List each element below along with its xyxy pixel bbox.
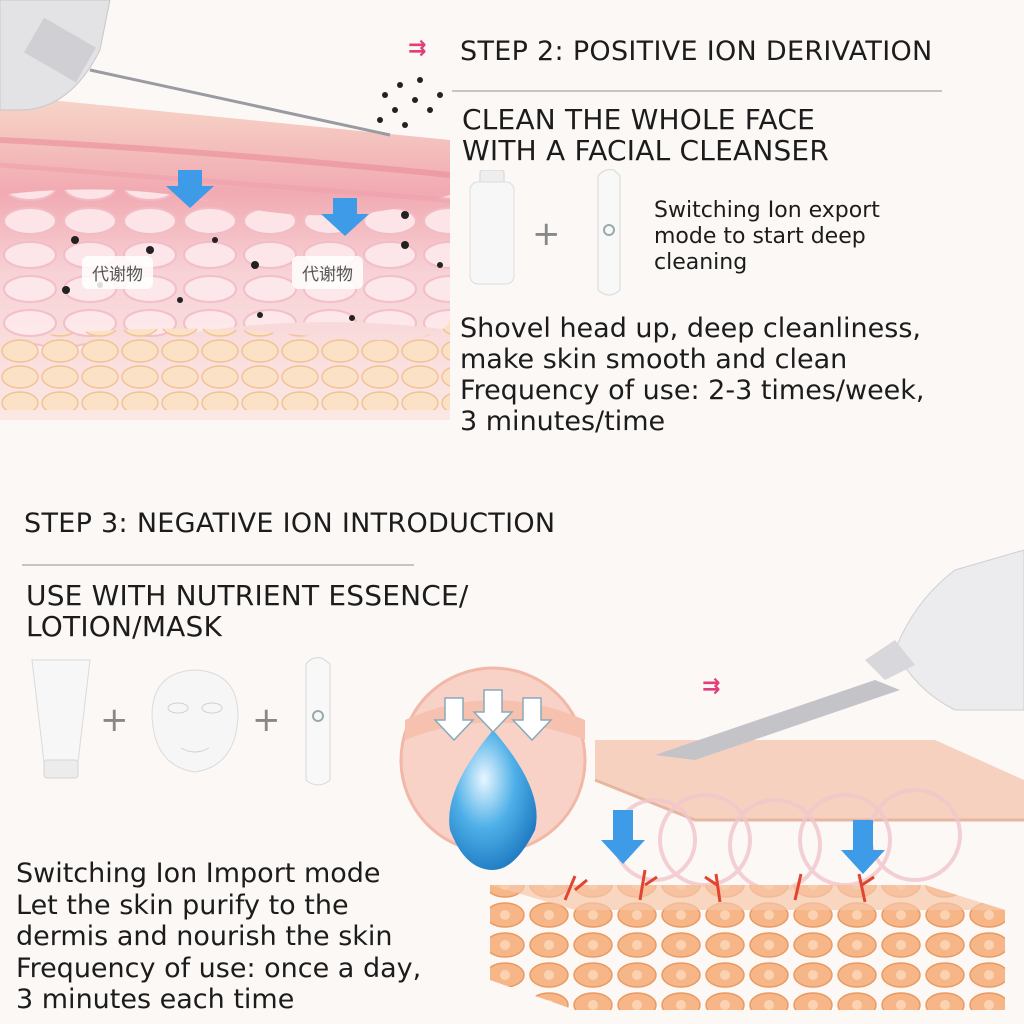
divider [22, 564, 414, 566]
text-line: Switching Ion export [654, 198, 880, 223]
ion-export-mode-text: Switching Ion export mode to start deep … [654, 198, 880, 276]
scrubber-device-icon [597, 169, 621, 296]
step2-subheading: CLEAN THE WHOLE FACE WITH A FACIAL CLEAN… [462, 104, 829, 166]
text-line: mode to start deep [654, 224, 866, 249]
step2-heading: STEP 2: POSITIVE ION DERIVATION [460, 36, 933, 67]
step2-description: Shovel head up, deep cleanliness, make s… [460, 313, 925, 437]
text-line: 3 minutes/time [460, 406, 666, 437]
direction-arrow-icon: ⇉ [408, 36, 427, 61]
subheading-line: LOTION/MASK [26, 610, 223, 643]
metabolite-label: 代谢物 [82, 256, 153, 289]
plus-sign: + [532, 214, 561, 254]
scrubber-device-icon [305, 657, 331, 786]
text-line: Shovel head up, deep cleanliness, [460, 313, 921, 344]
text-line: Frequency of use: 2-3 times/week, [460, 375, 925, 406]
direction-arrow-icon: ⇉ [702, 674, 721, 699]
step3-subheading: USE WITH NUTRIENT ESSENCE/ LOTION/MASK [26, 580, 469, 642]
metabolite-label: 代谢物 [292, 256, 363, 289]
plus-sign: + [252, 700, 281, 740]
step3-heading: STEP 3: NEGATIVE ION INTRODUCTION [24, 508, 556, 539]
cleanser-bottle-icon [469, 170, 515, 285]
text-line: 3 minutes each time [16, 984, 295, 1015]
text-line: cleaning [654, 250, 748, 275]
plus-sign: + [100, 700, 129, 740]
skin-layer-illustration-top [0, 0, 450, 420]
text-line: Switching Ion Import mode [16, 858, 381, 889]
subheading-line: WITH A FACIAL CLEANSER [462, 134, 829, 167]
lotion-tube-icon [31, 659, 91, 779]
text-line: make skin smooth and clean [460, 344, 848, 375]
text-line: Frequency of use: once a day, [16, 952, 422, 984]
subheading-line: USE WITH NUTRIENT ESSENCE/ [26, 579, 469, 612]
text-line: dermis and nourish the skin [16, 921, 393, 952]
face-mask-icon [151, 669, 239, 773]
step3-description: Switching Ion Import mode Let the skin p… [16, 858, 421, 1016]
text-line: Let the skin purify to the [16, 889, 349, 921]
divider [452, 90, 942, 92]
subheading-line: CLEAN THE WHOLE FACE [462, 103, 816, 136]
skin-layer-illustration-bottom [399, 549, 1024, 1010]
